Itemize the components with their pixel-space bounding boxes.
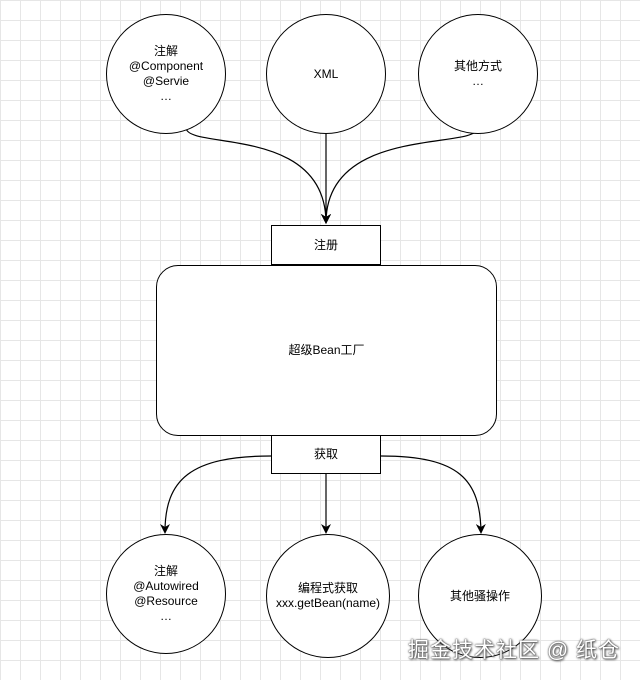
source-xml-node[interactable]: XML: [266, 14, 386, 134]
edge-other-to-register: [321, 127, 479, 224]
node-text-line: xxx.getBean(name): [275, 596, 381, 610]
edge-obtain-to-other: [380, 455, 486, 534]
consumer-programmatic-node[interactable]: 编程式获取 xxx.getBean(name): [266, 534, 390, 658]
node-text-line: …: [472, 74, 484, 88]
node-text-line: 注解: [153, 564, 178, 578]
source-annotation-node[interactable]: 注解 @Component @Servie …: [106, 14, 226, 134]
bean-factory-label: 超级Bean工厂: [288, 343, 365, 357]
consumer-other-node[interactable]: 其他骚操作: [418, 534, 542, 658]
obtain-box[interactable]: 获取: [271, 435, 381, 474]
node-text-line: @Resource: [134, 594, 198, 608]
watermark: 掘金技术社区 @ 纸仓: [408, 639, 620, 662]
edge-obtain-to-annotation: [160, 455, 272, 534]
node-text-line: 编程式获取: [297, 581, 358, 595]
bean-factory-node[interactable]: 超级Bean工厂: [156, 265, 497, 436]
register-label: 注册: [313, 237, 338, 252]
consumer-annotation-node[interactable]: 注解 @Autowired @Resource …: [106, 534, 226, 654]
register-box[interactable]: 注册: [271, 225, 381, 265]
node-text-line: @Component: [128, 59, 204, 73]
node-text-line: …: [160, 89, 172, 103]
node-text-line: @Autowired: [133, 579, 199, 593]
obtain-label: 获取: [313, 447, 338, 461]
node-text-line: 注解: [153, 44, 178, 58]
node-text-line: @Servie: [142, 74, 190, 88]
node-text-line: XML: [313, 66, 339, 81]
node-text-line: 其他骚操作: [449, 588, 510, 603]
edge-annotation-to-register: [185, 127, 331, 224]
node-text-line: 其他方式: [453, 59, 502, 73]
node-text-line: …: [160, 609, 172, 623]
source-other-node[interactable]: 其他方式 …: [418, 14, 538, 134]
